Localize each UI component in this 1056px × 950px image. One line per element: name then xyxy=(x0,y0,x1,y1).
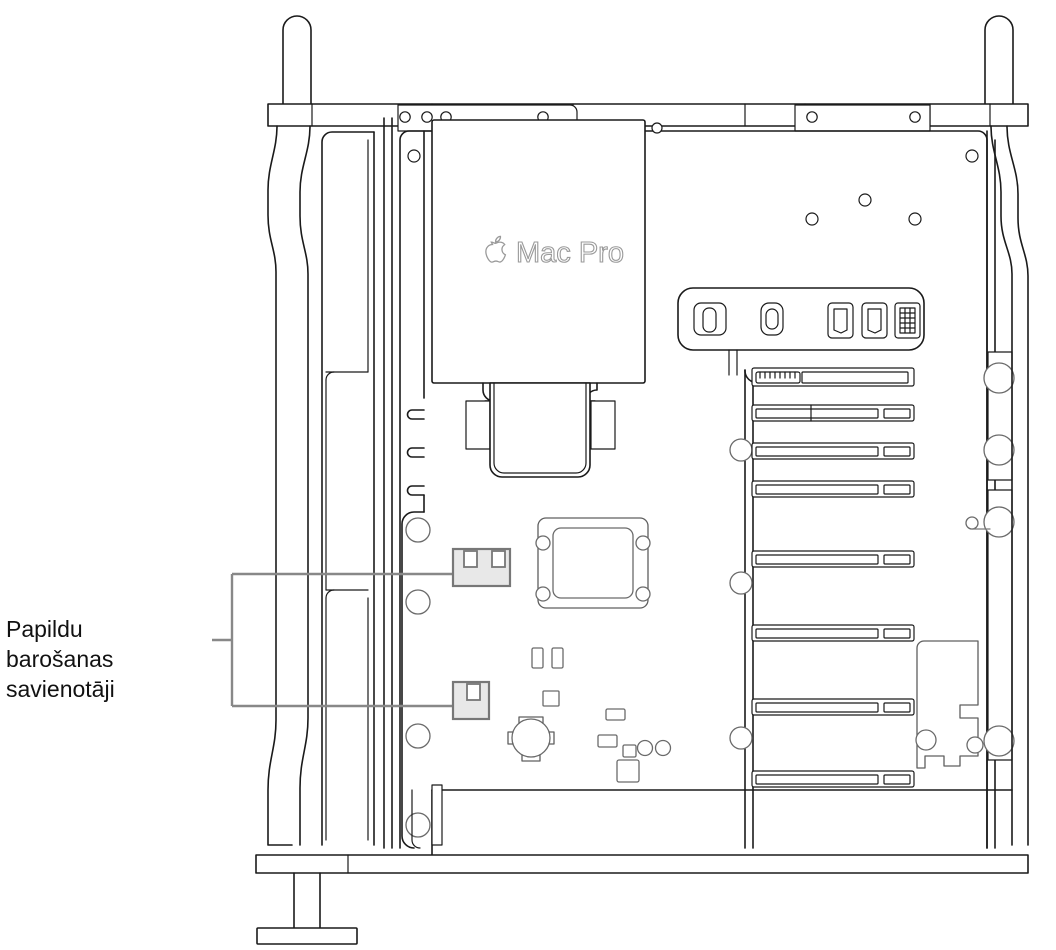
cpu-socket xyxy=(535,517,651,609)
svg-text:Mac Pro: Mac Pro xyxy=(516,237,624,269)
pcie-backplane-rail xyxy=(729,369,754,849)
usb-c-port xyxy=(760,302,784,336)
bottom-shroud xyxy=(431,784,1013,856)
coin-cell-battery xyxy=(507,716,555,762)
chassis-left-side-panel xyxy=(267,125,375,846)
chassis-handle-right xyxy=(984,15,1014,113)
power-supply-unit xyxy=(431,119,646,478)
usb-port-2 xyxy=(861,302,888,339)
pcie-slot xyxy=(751,770,915,788)
pcie-slot xyxy=(751,442,915,460)
callout-aux-power-connectors xyxy=(212,547,512,721)
pcie-slot xyxy=(751,550,915,568)
chassis-right-rail xyxy=(965,130,1015,849)
pcie-slot xyxy=(751,480,915,498)
aux-power-connector-lower xyxy=(451,680,491,721)
aux-power-connector-upper xyxy=(451,547,512,588)
chassis-handle-left xyxy=(282,15,312,113)
pcie-slot xyxy=(751,367,915,387)
top-mount-bracket-right xyxy=(794,104,931,132)
pcie-slot xyxy=(751,404,915,422)
chassis-bottom-rail xyxy=(255,854,1029,874)
pcie-slot xyxy=(751,624,915,642)
board-components xyxy=(507,647,672,783)
chassis-right-side-panel xyxy=(990,125,1029,846)
rear-port-cluster xyxy=(677,287,925,376)
callout-label-aux-power-connectors: Papildu barošanas savienotāji xyxy=(6,616,115,702)
ethernet-port xyxy=(894,302,921,339)
usb-a-port xyxy=(693,302,727,336)
chassis-inner-divider xyxy=(383,117,393,849)
usb-port-1 xyxy=(827,302,854,339)
pcie-slot xyxy=(751,698,915,716)
pcie-slot-group xyxy=(751,367,915,788)
mac-pro-wordmark: Mac Pro xyxy=(485,235,625,270)
board-bottom-detail xyxy=(411,789,421,849)
chassis-foot-left xyxy=(256,872,358,945)
expansion-card xyxy=(915,640,984,769)
logic-board-left-edge xyxy=(401,130,431,849)
